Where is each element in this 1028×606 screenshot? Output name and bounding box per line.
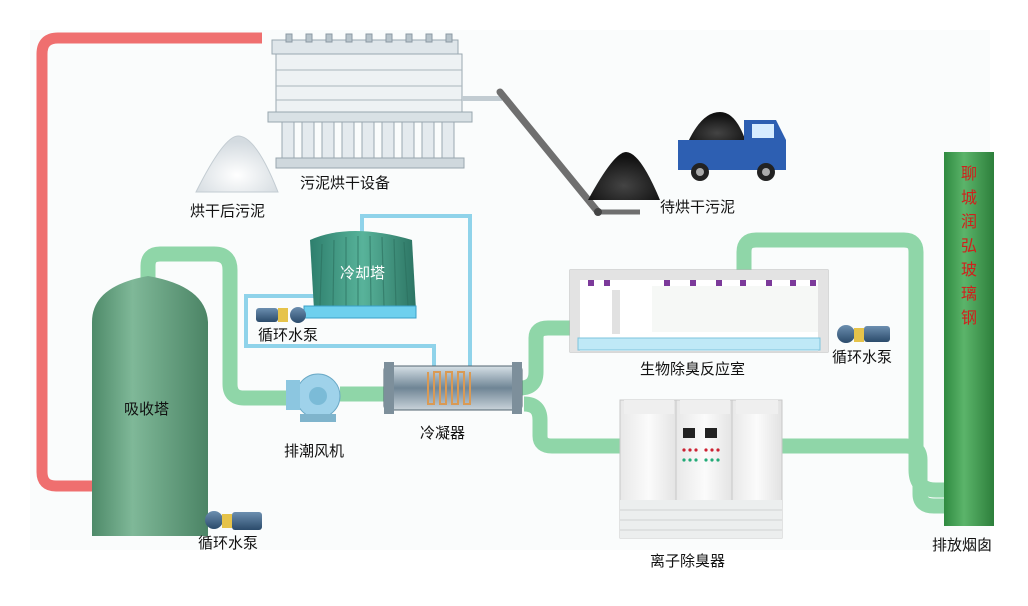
- conveyor: [496, 88, 640, 216]
- ion-deodorizer: [619, 399, 783, 539]
- bio-reactor-label: 生物除臭反应室: [640, 360, 746, 378]
- hot-pipe: [36, 32, 262, 492]
- pump-tower-icon: [205, 511, 262, 530]
- cooling-tower: [303, 231, 417, 319]
- exhaust-fan: [286, 373, 341, 422]
- condenser-label: 冷凝器: [420, 424, 466, 442]
- pump-cooling-icon: [256, 307, 306, 323]
- dryer-label: 污泥烘干设备: [300, 174, 391, 192]
- absorption-tower: [92, 276, 208, 536]
- gas-pipes: [140, 232, 948, 514]
- dried-sludge-label: 烘干后污泥: [190, 202, 266, 220]
- pump-bio-label: 循环水泵: [832, 348, 893, 366]
- absorption-tower-label: 吸收塔: [124, 400, 170, 418]
- chimney-label: 排放烟囱: [932, 536, 993, 554]
- dried-sludge-pile: [195, 135, 279, 193]
- wet-sludge-label: 待烘干污泥: [660, 198, 736, 216]
- dryer-unit: [267, 33, 502, 169]
- bio-reactor: [569, 269, 829, 353]
- cooling-tower-label: 冷却塔: [340, 264, 386, 282]
- pump-bio-icon: [837, 325, 890, 343]
- pump-tower-label: 循环水泵: [198, 534, 259, 552]
- ion-deodorizer-label: 离子除臭器: [650, 552, 726, 570]
- condenser: [383, 362, 523, 414]
- chimney-brand-text: 聊城润弘玻璃钢: [960, 164, 977, 327]
- truck-icon: [678, 112, 786, 181]
- wet-sludge-pile: [588, 152, 660, 200]
- chimney: [944, 152, 994, 526]
- pump-cooling-label: 循环水泵: [258, 326, 319, 344]
- exhaust-fan-label: 排潮风机: [284, 442, 345, 460]
